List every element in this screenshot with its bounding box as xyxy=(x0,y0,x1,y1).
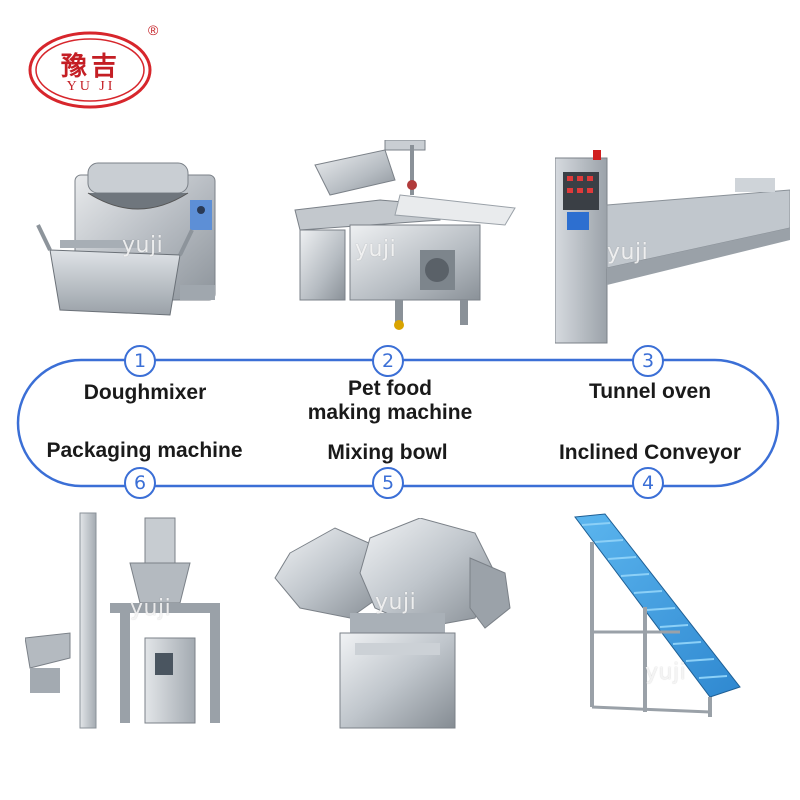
step-number-1: 1 xyxy=(124,345,156,377)
inclined-conveyor-image: yuji xyxy=(570,512,790,732)
step-label-6: Packaging machine xyxy=(46,439,243,462)
logo-latin-text: YU JI xyxy=(66,79,116,94)
step-label-2-line1: Pet food xyxy=(348,377,432,400)
watermark-text: yuji xyxy=(130,596,172,621)
step-label-4: Inclined Conveyor xyxy=(558,441,742,464)
step-number-3: 3 xyxy=(632,345,664,377)
step-number-6: 6 xyxy=(124,467,156,499)
step-label-3: Tunnel oven xyxy=(588,380,712,403)
watermark-text: yuji xyxy=(645,660,687,685)
step-number-4: 4 xyxy=(632,467,664,499)
step-number-2: 2 xyxy=(372,345,404,377)
step-label-5: Mixing bowl xyxy=(327,441,448,464)
mixing-bowl-image: yuji xyxy=(270,518,520,733)
packaging-machine-image: yuji xyxy=(25,508,250,733)
watermark-text: yuji xyxy=(355,237,397,262)
step-label-1: Doughmixer xyxy=(83,381,207,404)
registered-mark: ® xyxy=(148,22,159,38)
dough-mixer-image: yuji xyxy=(30,155,230,335)
pet-food-machine-image: yuji xyxy=(290,140,520,335)
step-number-5: 5 xyxy=(372,467,404,499)
watermark-text: yuji xyxy=(607,240,649,265)
watermark-text: yuji xyxy=(122,233,164,258)
tunnel-oven-image: yuji xyxy=(555,150,790,345)
step-label-2-line2: making machine xyxy=(307,401,473,424)
watermark-text: yuji xyxy=(375,590,417,615)
brand-logo: 豫吉 YU JI ® xyxy=(26,22,166,110)
logo-chinese-text: 豫吉 xyxy=(60,52,121,82)
